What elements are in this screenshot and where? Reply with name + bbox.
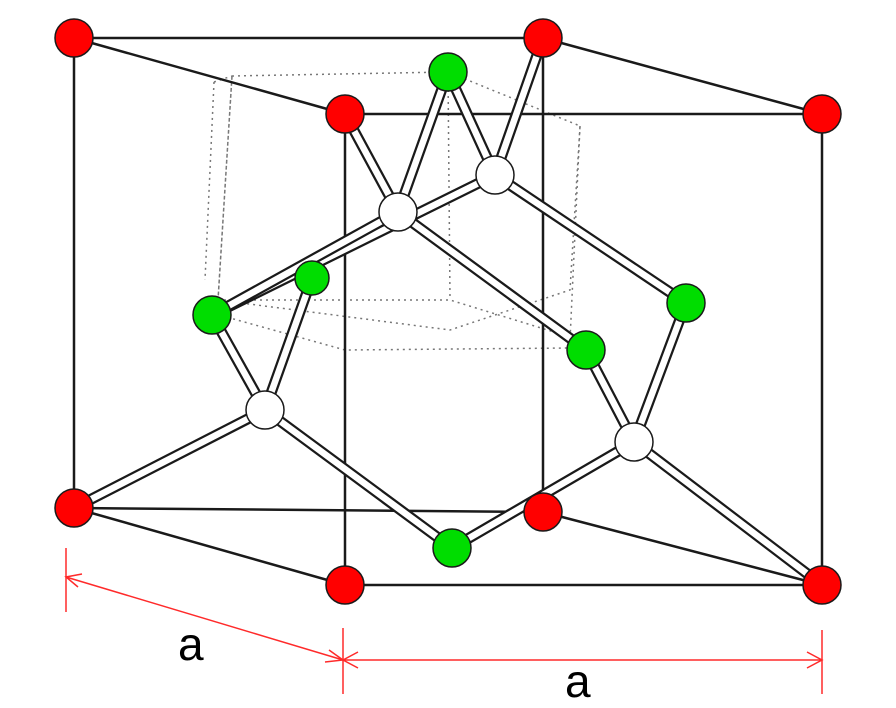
corner-atom (802, 94, 842, 134)
green-atom (666, 283, 706, 323)
green-atom (294, 260, 330, 296)
depth-dimension: a (64, 548, 346, 694)
white-atom (475, 155, 515, 195)
corner-atom (802, 565, 842, 605)
corner-atom (54, 18, 94, 58)
cube-frame (72, 36, 824, 587)
corner-atom (523, 492, 563, 532)
width-dimension-label: a (565, 655, 591, 707)
white-atom (614, 422, 654, 462)
corner-atom (325, 94, 365, 134)
depth-dimension-label: a (178, 618, 204, 670)
width-dimension: a (341, 630, 824, 707)
atoms (54, 18, 842, 605)
green-atom (432, 528, 472, 568)
white-atom (245, 390, 285, 430)
white-atom (378, 192, 418, 232)
green-atom (192, 295, 232, 335)
corner-atom (523, 18, 563, 58)
corner-atom (54, 488, 94, 528)
green-atom (566, 330, 606, 370)
green-atom (428, 52, 468, 92)
corner-atom (325, 565, 365, 605)
